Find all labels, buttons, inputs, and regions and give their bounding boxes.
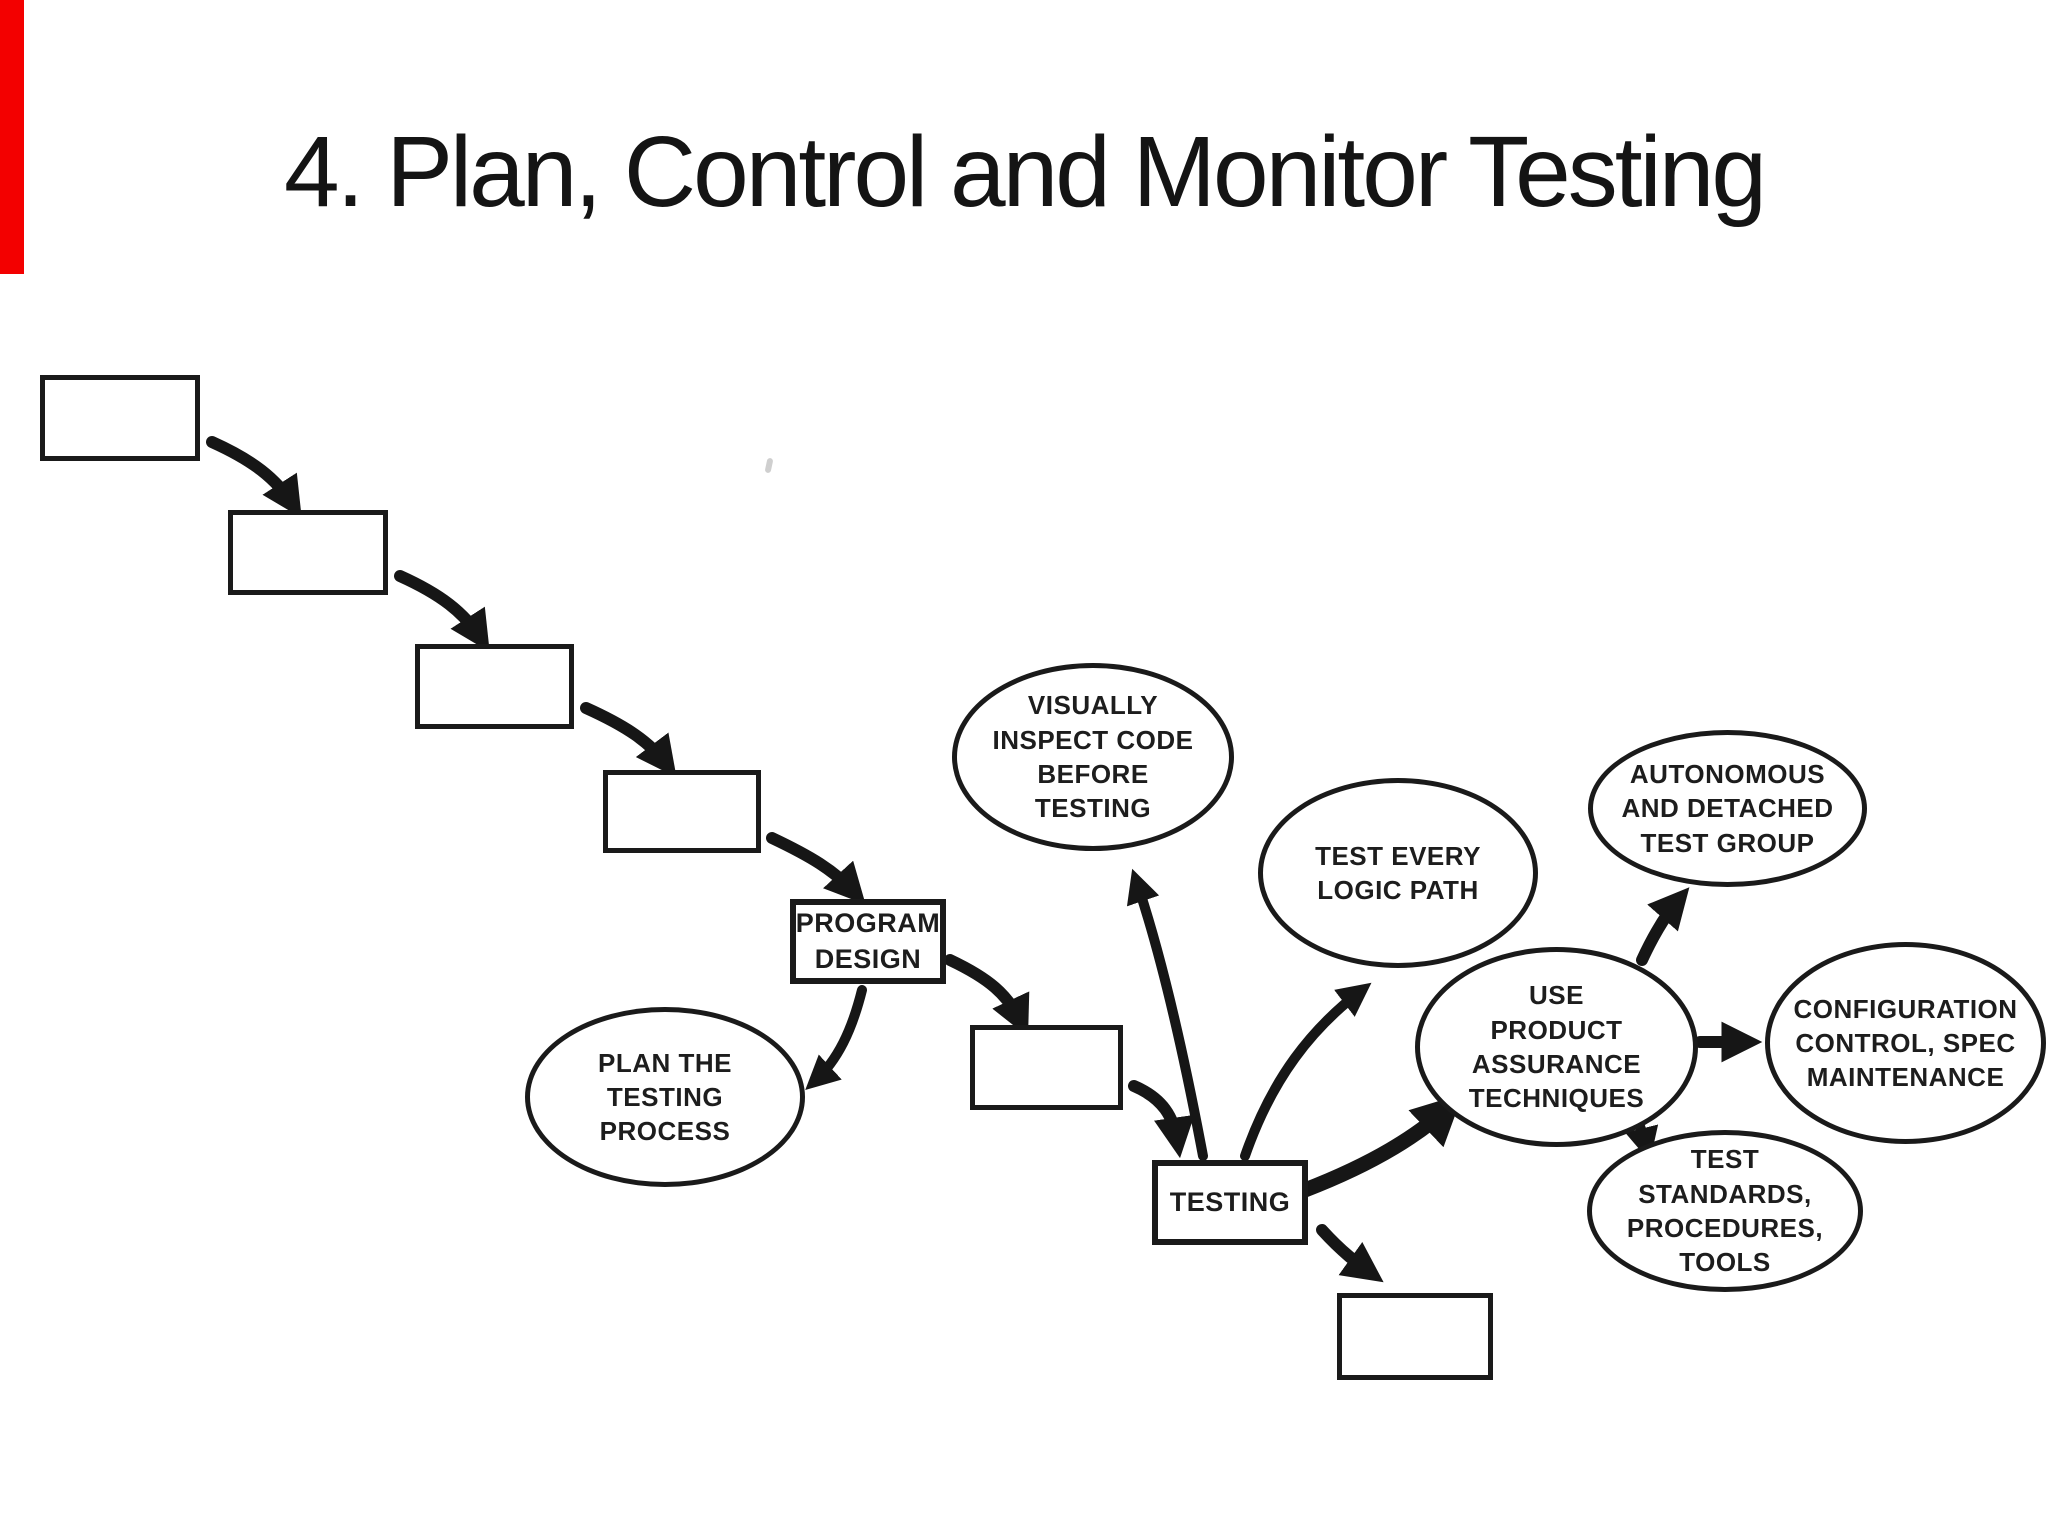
arrow-testing-test-every-logic-path [1240, 982, 1372, 1161]
arrow-testing-use-product-assurance [1297, 1093, 1463, 1198]
arrow-program-design-phase5 [944, 954, 1030, 1037]
test-every-logic-path-label: TEST EVERY LOGIC PATH [1315, 840, 1481, 905]
ellipse-test-standards: TEST STANDARDS, PROCEDURES, TOOLS [1587, 1130, 1863, 1292]
ellipse-plan-testing-process: PLAN THE TESTING PROCESS [525, 1007, 805, 1187]
arrow-phase3-phase4 [580, 702, 677, 778]
arrow-program-design-plan-testing [805, 985, 867, 1091]
flow-box-program-design: PROGRAM DESIGN [790, 899, 946, 984]
configuration-control-label: CONFIGURATION CONTROL, SPEC MAINTENANCE [1793, 993, 2018, 1093]
arrow-use-product-autonomous [1636, 887, 1690, 966]
flow-box-phase-6 [1337, 1293, 1493, 1380]
autonomous-test-group-label: AUTONOMOUS AND DETACHED TEST GROUP [1621, 759, 1834, 858]
arrow-phase4-program-design [766, 832, 866, 905]
flow-box-phase-5 [970, 1025, 1123, 1110]
ellipse-visually-inspect: VISUALLY INSPECT CODE BEFORE TESTING [952, 663, 1234, 851]
plan-testing-process-label: PLAN THE TESTING PROCESS [598, 1047, 732, 1147]
flow-box-phase-2 [228, 510, 388, 595]
use-product-assurance-label: USE PRODUCT ASSURANCE TECHNIQUES [1468, 980, 1645, 1114]
visually-inspect-label: VISUALLY INSPECT CODE BEFORE TESTING [992, 690, 1194, 824]
flow-box-phase-1 [40, 375, 200, 461]
flow-box-phase-4 [603, 770, 761, 853]
arrow-phase5-testing [1128, 1080, 1195, 1159]
test-standards-label: TEST STANDARDS, PROCEDURES, TOOLS [1626, 1144, 1824, 1278]
testing-label: TESTING [1169, 1186, 1291, 1217]
ellipse-autonomous-test-group: AUTONOMOUS AND DETACHED TEST GROUP [1588, 730, 1867, 887]
slide-title: 4. Plan, Control and Monitor Testing [284, 116, 1767, 228]
flow-box-testing: TESTING [1152, 1160, 1308, 1245]
arrow-testing-phase6 [1316, 1224, 1384, 1283]
arrow-phase2-phase3 [394, 570, 490, 653]
red-accent-bar [0, 0, 24, 274]
program-design-label: PROGRAM DESIGN [795, 907, 941, 974]
ellipse-test-every-logic-path: TEST EVERY LOGIC PATH [1258, 778, 1538, 968]
arrow-phase1-phase2 [206, 436, 302, 519]
flow-box-phase-3 [415, 644, 574, 729]
arrow-testing-visually-inspect [1126, 868, 1208, 1161]
ellipse-configuration-control: CONFIGURATION CONTROL, SPEC MAINTENANCE [1765, 942, 2046, 1144]
ellipse-use-product-assurance: USE PRODUCT ASSURANCE TECHNIQUES [1415, 947, 1698, 1147]
